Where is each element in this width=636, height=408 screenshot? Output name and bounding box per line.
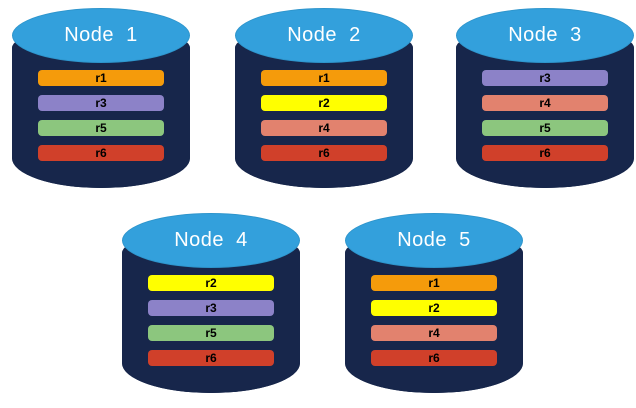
replica-bar-r3[interactable]: r3 xyxy=(38,95,164,111)
node-title: Node 2 xyxy=(287,24,361,46)
replica-bar-r6[interactable]: r6 xyxy=(38,145,164,161)
replica-bar-r5[interactable]: r5 xyxy=(38,120,164,136)
replica-list: r2 r3 r5 r6 xyxy=(148,275,274,366)
replica-bar-r5[interactable]: r5 xyxy=(482,120,608,136)
replica-bar-r5[interactable]: r5 xyxy=(148,325,274,341)
node-title: Node 5 xyxy=(397,229,471,251)
replica-list: r3 r4 r5 r6 xyxy=(482,70,608,161)
replica-bar-r3[interactable]: r3 xyxy=(148,300,274,316)
replica-bar-r6[interactable]: r6 xyxy=(371,350,497,366)
replica-bar-r1[interactable]: r1 xyxy=(371,275,497,291)
replica-bar-r4[interactable]: r4 xyxy=(482,95,608,111)
replica-bar-r6[interactable]: r6 xyxy=(482,145,608,161)
replica-bar-r2[interactable]: r2 xyxy=(261,95,387,111)
node-title: Node 3 xyxy=(508,24,582,46)
node-title: Node 1 xyxy=(64,24,138,46)
replica-bar-r2[interactable]: r2 xyxy=(371,300,497,316)
replica-bar-r2[interactable]: r2 xyxy=(148,275,274,291)
node-cylinder-3[interactable]: Node 3 r3 r4 r5 r6 xyxy=(456,8,634,188)
replica-bar-r4[interactable]: r4 xyxy=(261,120,387,136)
node-cylinder-5[interactable]: Node 5 r1 r2 r4 r6 xyxy=(345,213,523,393)
replica-list: r1 r2 r4 r6 xyxy=(371,275,497,366)
replica-list: r1 r2 r4 r6 xyxy=(261,70,387,161)
node-cylinder-1[interactable]: Node 1 r1 r3 r5 r6 xyxy=(12,8,190,188)
replica-bar-r4[interactable]: r4 xyxy=(371,325,497,341)
cylinder-top-ellipse xyxy=(122,213,300,268)
replica-bar-r3[interactable]: r3 xyxy=(482,70,608,86)
node-title: Node 4 xyxy=(174,229,248,251)
cylinder-top-ellipse xyxy=(456,8,634,63)
replica-bar-r1[interactable]: r1 xyxy=(261,70,387,86)
replica-bar-r6[interactable]: r6 xyxy=(261,145,387,161)
replica-list: r1 r3 r5 r6 xyxy=(38,70,164,161)
cylinder-top-ellipse xyxy=(12,8,190,63)
node-cylinder-2[interactable]: Node 2 r1 r2 r4 r6 xyxy=(235,8,413,188)
cylinder-top-ellipse xyxy=(345,213,523,268)
node-cylinder-4[interactable]: Node 4 r2 r3 r5 r6 xyxy=(122,213,300,393)
cylinder-top-ellipse xyxy=(235,8,413,63)
replica-bar-r1[interactable]: r1 xyxy=(38,70,164,86)
replica-bar-r6[interactable]: r6 xyxy=(148,350,274,366)
